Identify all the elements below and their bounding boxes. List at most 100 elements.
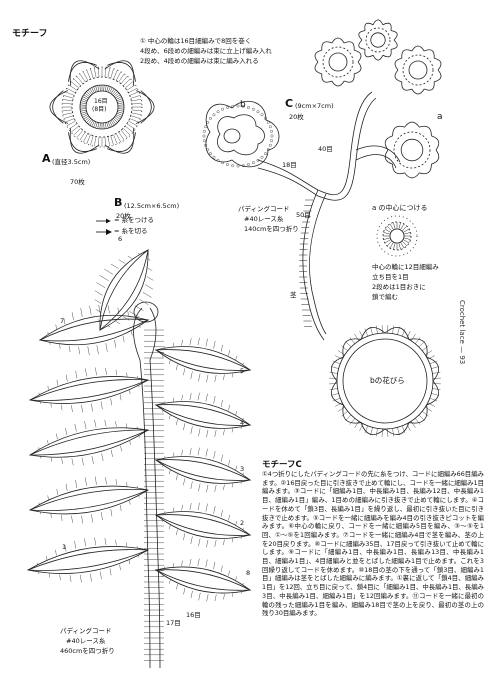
stitch [86, 69, 91, 80]
stitch [117, 108, 124, 110]
stitch [330, 366, 339, 369]
stitch [83, 94, 89, 99]
leaf-inner [154, 459, 252, 481]
stitch [50, 513, 52, 518]
stitch [189, 393, 192, 401]
picot [247, 163, 250, 166]
stitch [89, 305, 92, 315]
stitch [359, 423, 364, 431]
stitch [383, 237, 391, 240]
stitch [119, 564, 121, 571]
stitch [397, 427, 400, 436]
flower-scallop [382, 49, 392, 58]
stitch [95, 85, 98, 92]
stitch [402, 328, 406, 337]
motif-c-count: 20枚 [289, 113, 304, 121]
stitch [206, 374, 209, 383]
picot [209, 116, 212, 120]
picot [260, 113, 264, 117]
stitch [71, 312, 74, 321]
stitch [106, 85, 109, 92]
stitch [71, 405, 73, 413]
stitch [104, 122, 107, 129]
leaf-number-7: 7 [60, 317, 65, 325]
flower-scallop [344, 41, 355, 51]
stitch [115, 479, 117, 485]
stitch [190, 536, 193, 545]
picot [212, 113, 216, 117]
stitch [169, 525, 171, 530]
picot [270, 129, 273, 133]
stitch [114, 92, 120, 98]
stitch [91, 514, 94, 523]
stitch [181, 560, 183, 566]
stitch [80, 109, 87, 112]
stitch [109, 120, 113, 127]
flower-scallop [314, 61, 322, 75]
stitch [87, 119, 93, 125]
stitch [427, 402, 435, 407]
stitch [84, 92, 90, 98]
stitch [80, 108, 87, 110]
stitch [98, 304, 101, 314]
stitch [172, 397, 175, 402]
flower-scallop [434, 57, 442, 71]
a-center-note-1: 中心の輪に12目細編み [372, 263, 439, 271]
stitch [81, 404, 83, 413]
stitch [118, 131, 125, 141]
stitch [106, 122, 109, 129]
stitch [335, 355, 343, 360]
stitch [400, 241, 405, 249]
stitch [406, 423, 411, 431]
stitch [228, 349, 230, 356]
stitch [389, 241, 394, 249]
flower-scallop [331, 37, 345, 44]
picot [236, 164, 240, 168]
flower-scallop [392, 164, 405, 175]
legend-attach: = 糸をつける [114, 216, 155, 224]
stitch [235, 410, 237, 415]
flower-scallop [354, 61, 362, 75]
stitch [139, 299, 149, 305]
flower-scallop [358, 39, 366, 50]
stitch [94, 67, 97, 78]
stitch [115, 321, 121, 325]
stitch [431, 366, 440, 369]
leaf [28, 485, 150, 515]
stitch [384, 239, 392, 244]
stitch [110, 88, 115, 94]
motif-c-stem-stitches [299, 199, 313, 327]
stitch [402, 228, 410, 233]
stitch [62, 109, 73, 112]
leaf-inner [154, 514, 252, 536]
flower-ring [365, 27, 391, 53]
flower-scallop [390, 30, 398, 41]
stitch [330, 393, 339, 396]
stitch [48, 573, 50, 578]
stitch [66, 120, 76, 127]
leaf-number-1: 1 [62, 543, 67, 551]
stitch [62, 112, 73, 115]
stitch [181, 504, 183, 511]
stitch [213, 395, 216, 404]
stitch [137, 252, 141, 255]
picot [203, 139, 206, 143]
leaf-inner [154, 404, 252, 426]
leaf-number-2: 2 [240, 519, 245, 527]
picot [256, 110, 260, 114]
stitch [56, 489, 58, 495]
stitch [401, 225, 408, 232]
flower-ring [322, 46, 354, 78]
motif-c-letter: C [285, 97, 294, 110]
stitch [206, 594, 209, 602]
picot [226, 106, 229, 109]
stitch [63, 95, 74, 99]
stitch [181, 394, 183, 401]
stitch [134, 305, 144, 312]
motif-b-cord-2: #40レース糸 [66, 637, 106, 645]
instructions-text: ①4つ折りにしたパディングコードの先に糸をつけ、コードに細編み66目編みます。②… [262, 470, 484, 618]
stitch [97, 122, 100, 129]
flower-center [328, 52, 348, 72]
